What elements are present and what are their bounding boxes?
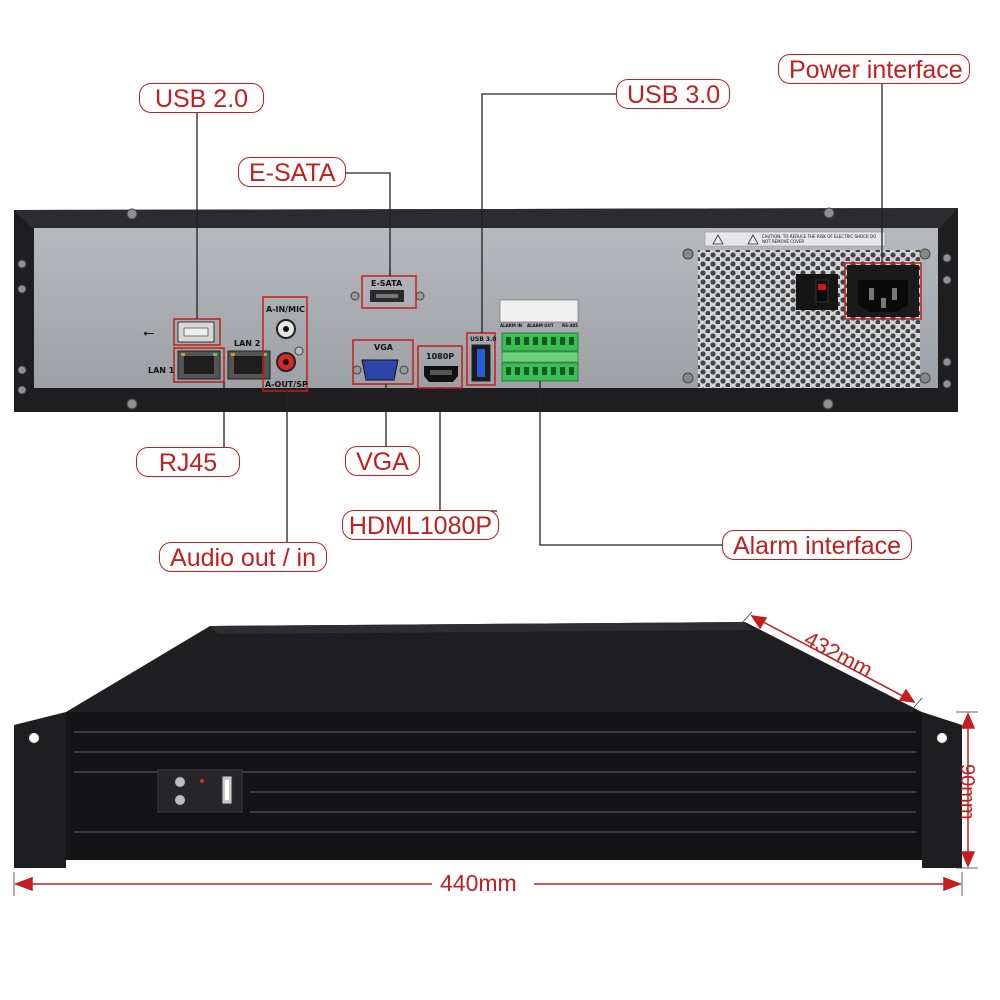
screw-icon: [17, 207, 952, 410]
front-view-illustration: [13, 611, 978, 896]
rack-ear-right: [922, 712, 962, 868]
panel-label-usb3: USB 3.0: [470, 336, 497, 343]
panel-label-alarm-out: ALARM OUT: [527, 323, 554, 328]
alarm-sticker: [499, 299, 579, 323]
height-dimension-arrow: [956, 711, 978, 869]
callout-rj45: RJ45: [136, 447, 240, 477]
panel-label-aout: A-OUT/SP: [265, 380, 308, 389]
callout-usb3: USB 3.0: [616, 79, 730, 109]
panel-label-lan1: LAN 1: [148, 366, 175, 375]
callout-audio: Audio out / in: [159, 542, 327, 572]
vga-highlight-box: [352, 339, 414, 385]
esata-highlight-box: [361, 275, 417, 309]
power-highlight-box: [844, 262, 922, 320]
width-label: 440mm: [440, 870, 517, 896]
alarm-terminal-block: [501, 332, 579, 382]
panel-label-esata: E-SATA: [371, 279, 403, 288]
front-power-button: [175, 777, 185, 787]
panel-label-1080p: 1080P: [426, 352, 455, 361]
callout-usb2: USB 2.0: [139, 83, 264, 113]
front-faceplate: [66, 712, 922, 860]
rear-panel-illustration: ⭠: [14, 84, 958, 557]
height-label: 90mm: [956, 764, 978, 820]
warning-sticker: [704, 231, 886, 247]
rack-ear-left: [14, 712, 66, 868]
front-reset-button: [175, 795, 185, 805]
audio-highlight-box: [262, 296, 308, 392]
panel-label-alarm-in: ALARM IN: [500, 323, 523, 328]
callout-power: Power interface: [778, 54, 970, 84]
panel-label-lan2: LAN 2: [234, 339, 261, 348]
width-dimension-arrow: [13, 872, 963, 896]
warning-sticker-text: CAUTION: TO REDUCE THE RISK OF ELECTRIC …: [762, 234, 877, 244]
callout-hdmi: HDML1080P: [342, 510, 499, 540]
panel-label-vga: VGA: [374, 343, 393, 352]
front-led-icon: [200, 779, 204, 783]
callout-vga: VGA: [345, 446, 420, 476]
usb3-highlight-box: [466, 332, 496, 386]
callout-alarm: Alarm interface: [722, 530, 912, 560]
panel-label-rs485: RS-485: [562, 323, 578, 328]
usb-symbol-icon: ⭠: [143, 325, 154, 341]
rj45-highlight-box: [173, 347, 225, 383]
chassis-top-cover: [66, 622, 922, 712]
power-switch-rocker: [815, 279, 829, 303]
panel-label-ain: A-IN/MIC: [266, 305, 305, 314]
callout-esata: E-SATA: [238, 157, 346, 187]
depth-dimension-arrow: [739, 611, 923, 713]
vga-port: [361, 359, 399, 381]
